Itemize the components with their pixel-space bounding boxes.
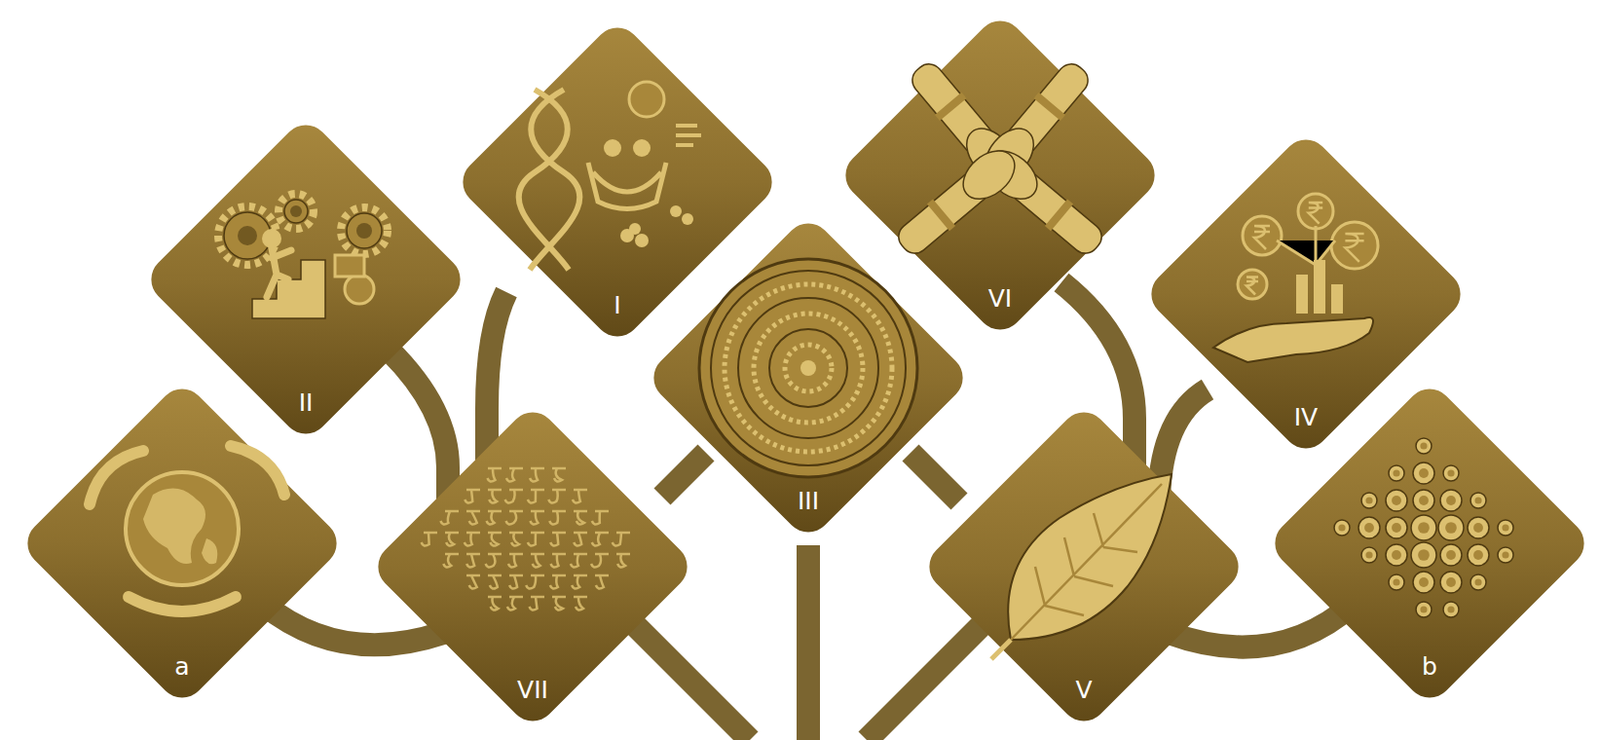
diamond-tile: I <box>449 14 785 350</box>
diamond-tile: V <box>916 399 1252 735</box>
tile-label: b <box>1262 651 1598 683</box>
diamond-tile: IV <box>1138 126 1474 462</box>
tile-label: IV <box>1138 402 1474 434</box>
tile-label: VI <box>832 283 1168 315</box>
diamond-tile: II <box>138 111 474 447</box>
tile-label: I <box>449 290 785 322</box>
diamond-tile: VI <box>832 7 1168 343</box>
tile-label: VII <box>365 674 701 707</box>
tile-label: III <box>640 485 976 518</box>
tile-label: a <box>14 651 350 683</box>
tile-label: II <box>138 387 474 419</box>
tile-label: V <box>916 674 1252 707</box>
diamond-tile: VII <box>365 399 701 735</box>
